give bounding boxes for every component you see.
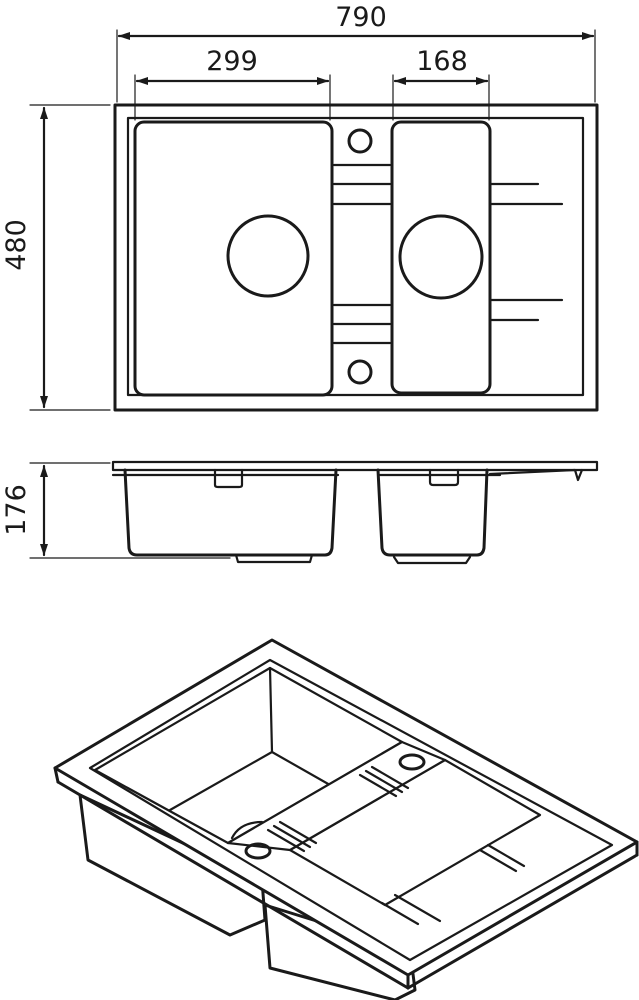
dim-overall-depth-label: 480	[1, 219, 32, 271]
top-view	[113, 103, 599, 412]
side-view	[111, 460, 599, 565]
tap-hole-icon	[347, 128, 373, 154]
overflow-hole-icon	[347, 359, 373, 385]
dim-height-label: 176	[1, 484, 32, 536]
dim-bowl-width-label: 299	[206, 46, 258, 77]
small-bowl-outline	[390, 120, 492, 395]
dimension-lines: 790 299 168 480 176	[1, 2, 596, 559]
large-bowl-outline	[133, 120, 334, 397]
dim-overall-width-label: 790	[335, 2, 387, 33]
isometric-view	[53, 638, 639, 1000]
small-bowl-drain-icon	[398, 214, 484, 300]
large-bowl-drain-icon	[226, 214, 310, 298]
dim-small-bowl-width-label: 168	[416, 46, 468, 77]
